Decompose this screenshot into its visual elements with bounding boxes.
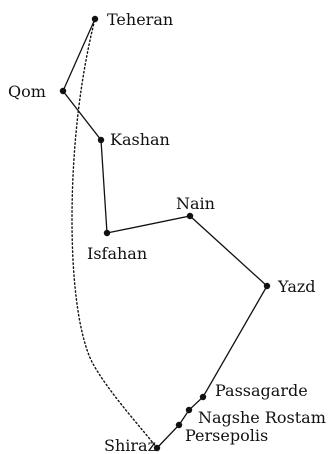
passagarde-label: Passagarde [215, 381, 308, 400]
teheran-label: Teheran [107, 10, 173, 29]
shiraz-marker[interactable] [153, 444, 161, 452]
yazd-marker[interactable] [263, 282, 271, 290]
teheran-marker[interactable] [91, 15, 99, 23]
persepolis-marker[interactable] [175, 421, 183, 429]
nagshe-rostam-label: Nagshe Rostam [198, 408, 326, 427]
nagshe-rostam-marker[interactable] [185, 406, 193, 414]
nain-label: Nain [176, 194, 215, 213]
isfahan-label: Isfahan [87, 244, 147, 263]
qom-marker[interactable] [59, 87, 67, 95]
city-markers [59, 15, 271, 452]
nain-marker[interactable] [186, 212, 194, 220]
route-lines [62, 18, 268, 449]
kashan-label: Kashan [110, 130, 170, 149]
city-labels: Teheran Qom Kashan Isfahan Nain Yazd Pas… [8, 10, 326, 454]
dotted-return-route-line [71, 18, 158, 449]
qom-label: Qom [8, 82, 46, 101]
yazd-label: Yazd [277, 277, 316, 296]
isfahan-marker[interactable] [103, 229, 111, 237]
persepolis-label: Persepolis [185, 426, 268, 445]
passagarde-marker[interactable] [199, 393, 207, 401]
solid-route-line [62, 18, 268, 449]
kashan-marker[interactable] [97, 136, 105, 144]
shiraz-label: Shiraz [104, 436, 156, 454]
